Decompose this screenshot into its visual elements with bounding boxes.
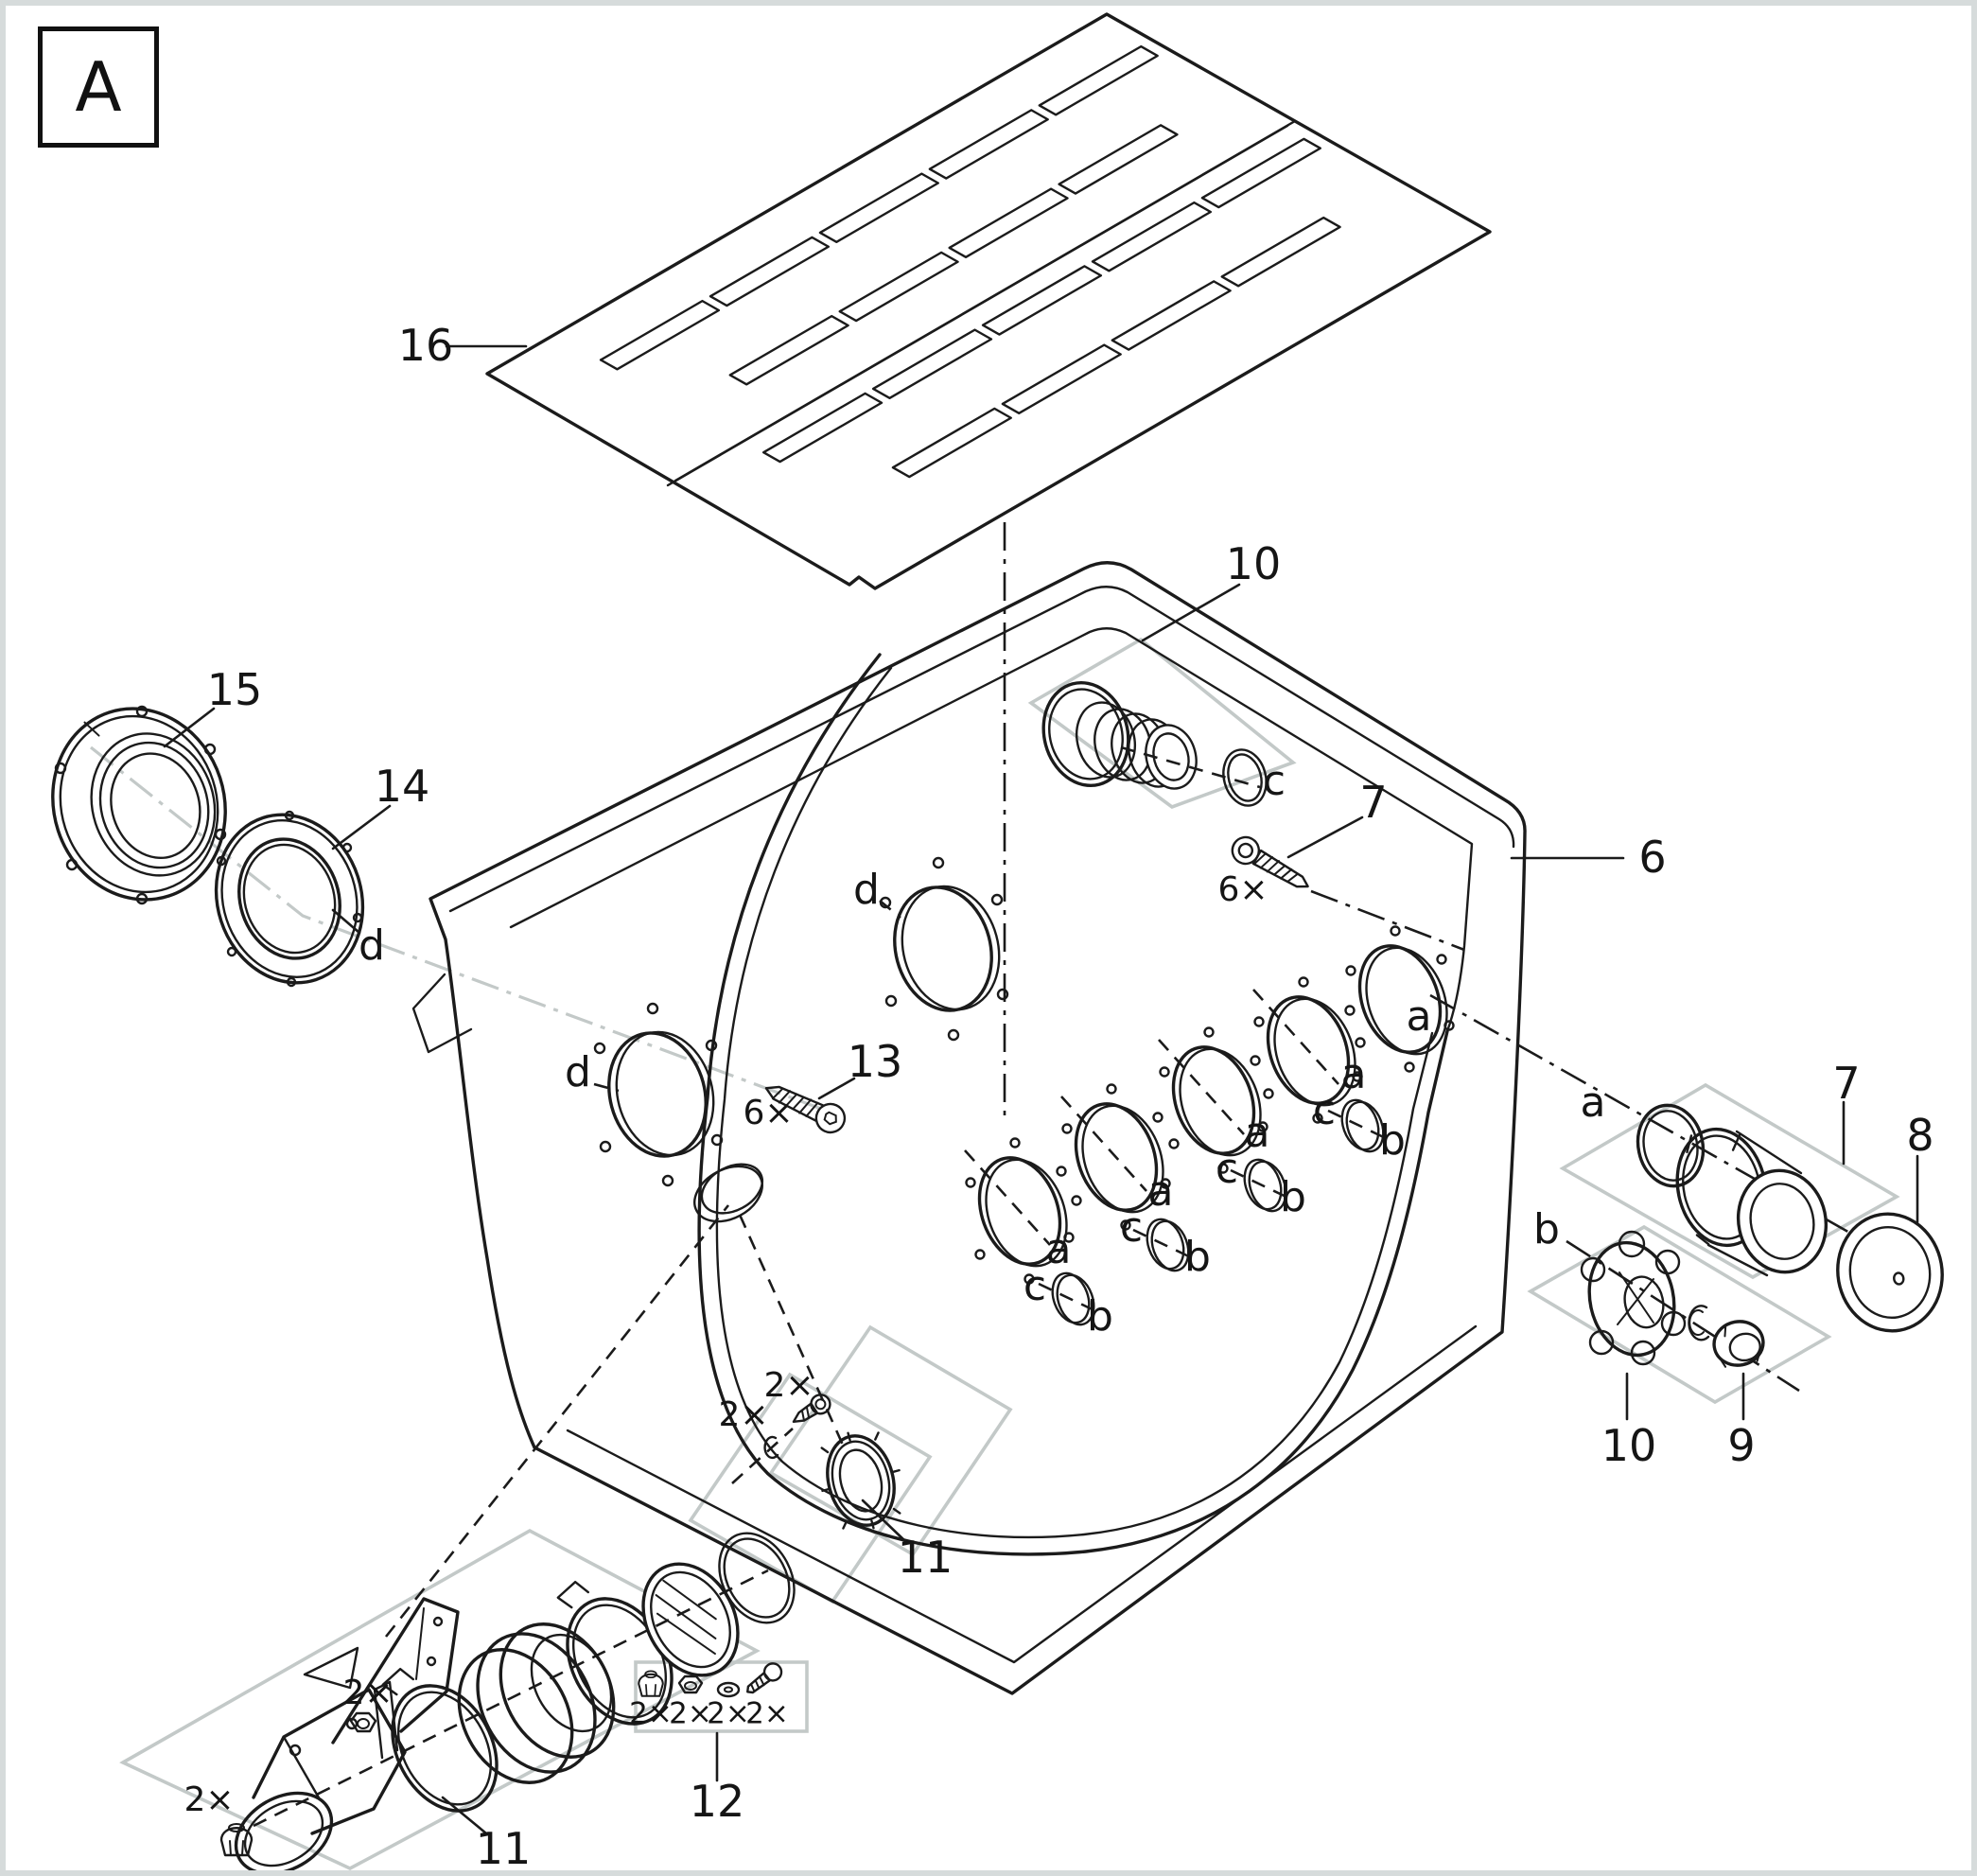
lid-vent-slots: [599, 44, 1341, 479]
cap-nut-2x-valve: [219, 1823, 254, 1857]
lid-slot: [728, 314, 849, 386]
ring-15-bolt-holes: [54, 705, 227, 905]
hose-fitting-cup: [641, 1562, 740, 1677]
lid-slot: [1200, 137, 1321, 209]
circlip-part-b-right: [1688, 1305, 1710, 1341]
kit-cap-nut-icon: [638, 1670, 664, 1697]
lock-ring-part-11: [820, 1431, 901, 1530]
kit-screw-icon: [746, 1662, 783, 1694]
hex-nut-2x-bracket: [349, 1711, 377, 1733]
lid-slot: [1111, 280, 1232, 351]
kit-washer-icon: [716, 1681, 741, 1698]
fitting-part-7-right: [1675, 1127, 1828, 1277]
outlet-hole-a: [965, 1137, 1075, 1285]
screw7-axis-line: [1310, 889, 1465, 952]
lid-slot: [1091, 201, 1212, 272]
group-box-11-bottom: [119, 1528, 761, 1871]
lid-slot: [948, 187, 1069, 259]
bellows-coupler: [457, 1622, 616, 1784]
leader-lines: [163, 344, 1919, 1835]
lid-slot: [1038, 44, 1159, 116]
figure-label-box: A: [38, 26, 159, 148]
a-hole-dash: [964, 1149, 1051, 1246]
ring-axis-line: [90, 745, 822, 1111]
leader-15: [163, 707, 216, 748]
front-cutout-inner: [715, 666, 1434, 1539]
small-hole-bc: [1243, 1158, 1287, 1213]
front-cutout-outer: [697, 653, 1449, 1556]
clip-part-11-middle: [763, 1435, 779, 1460]
o-ring-part-11: [718, 1532, 796, 1624]
small-hole-bc: [1146, 1218, 1190, 1272]
outlet-hole-a: [1253, 976, 1363, 1124]
screw-part-13: [764, 1085, 847, 1134]
hardware-kit-12: [638, 1662, 783, 1698]
lid-slot: [871, 328, 993, 400]
valve-assembly-part-11: [234, 1597, 460, 1876]
lid-slot: [818, 172, 939, 244]
cap-part-8: [1836, 1212, 1944, 1333]
valve-to-hole-axis: [384, 1204, 730, 1638]
hole-diagonal-dashes: [964, 989, 1392, 1316]
leader-10-top: [1141, 583, 1241, 642]
leader-11-bottom: [441, 1796, 488, 1835]
ring-14-bolt-holes: [216, 810, 363, 988]
lid-part-16: [485, 12, 1492, 590]
lid-slot: [891, 407, 1012, 479]
bc-hole-dash: [1230, 1168, 1295, 1202]
figure-label: A: [75, 47, 122, 127]
small-hole-bc: [1051, 1271, 1095, 1326]
outlet-hole-a: [1061, 1083, 1171, 1231]
cap-part-9: [1712, 1320, 1765, 1368]
lid-slot: [928, 109, 1049, 180]
leader-7-top: [1286, 815, 1364, 859]
d-right-dash: [879, 899, 901, 920]
dashed-lines: [253, 745, 1392, 1828]
a-hole-dash: [1158, 1039, 1245, 1135]
window-hole-d: [879, 856, 1009, 1042]
leader-14: [331, 804, 392, 850]
lid-slot: [1001, 343, 1122, 415]
lid-slot: [599, 299, 721, 371]
leader-13: [817, 1077, 856, 1100]
lid-slot: [761, 392, 884, 464]
d-left-dash: [593, 1082, 620, 1093]
lid-slot: [838, 251, 959, 323]
tank-part-6: [411, 561, 1527, 1695]
screw-part-11-middle: [792, 1394, 831, 1424]
screw-part-7-top: [1231, 835, 1309, 888]
lid-slot: [1058, 124, 1179, 195]
tank-wall-holes: [593, 856, 1455, 1326]
c-top-leader-dash: [1120, 745, 1261, 789]
outlet-hole-a: [1345, 925, 1455, 1073]
bc-hole-dash: [1327, 1109, 1392, 1143]
leader-d-ring: [331, 908, 361, 935]
outlet-hole-a: [1159, 1026, 1268, 1174]
star-knob-part-10-right: [1580, 1230, 1687, 1366]
bc-hole-dash: [1038, 1282, 1103, 1316]
kit-hex-nut-icon: [677, 1674, 704, 1694]
fitting-part-10-top: [1041, 680, 1198, 790]
a-hole-dash: [1060, 1096, 1147, 1192]
leader-11-middle: [861, 1499, 908, 1544]
lid-slot: [981, 265, 1103, 336]
lid-slot: [709, 236, 831, 307]
gasket-part-14: [214, 813, 365, 985]
small-hole-bc: [1340, 1098, 1385, 1153]
lid-slot: [1220, 216, 1341, 288]
ring-part-15: [51, 707, 227, 902]
a-hole-dash: [1252, 989, 1339, 1085]
o-ring-part-c-top: [1222, 748, 1268, 807]
bc-hole-dash: [1132, 1228, 1198, 1262]
hole-to-ring-axis: [738, 1214, 848, 1452]
window-hole-d: [593, 1002, 724, 1187]
group-box-11-middle: [688, 1324, 1013, 1604]
valve-chain-axis: [253, 1569, 769, 1828]
mid-screw-axis: [731, 1428, 794, 1484]
a-axis-line: [1429, 993, 1933, 1281]
